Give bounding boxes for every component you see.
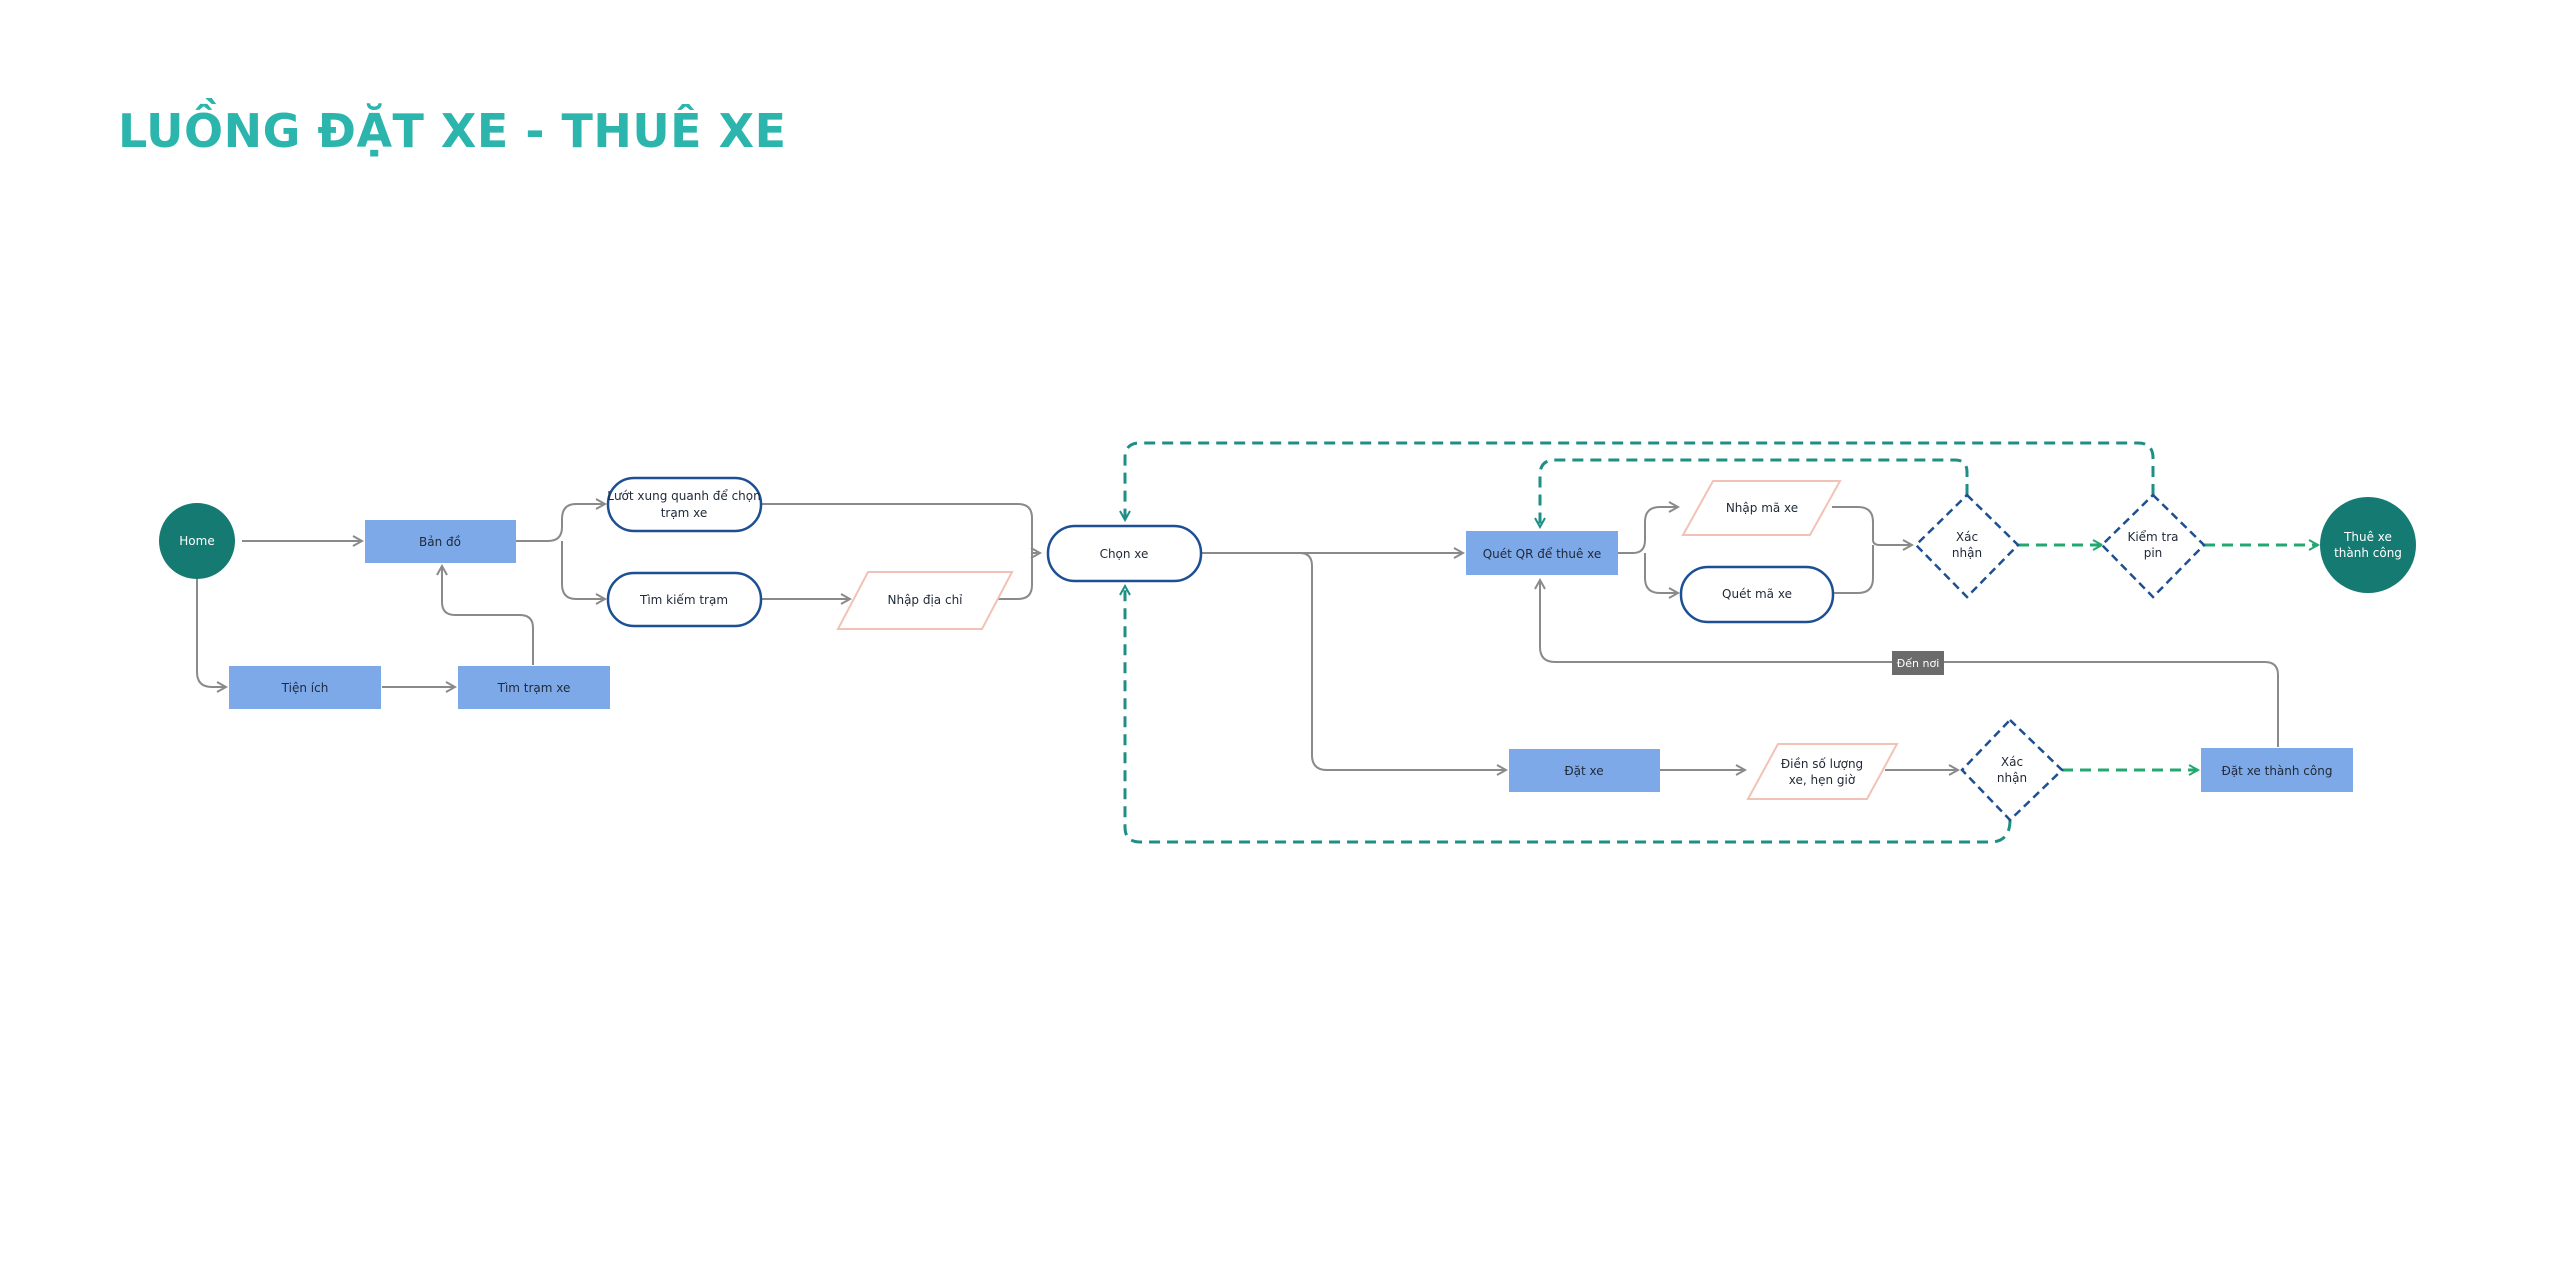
svg-text:Quét mã xe: Quét mã xe <box>1722 587 1792 601</box>
svg-text:Lướt xung quanh để chọn: Lướt xung quanh để chọn <box>607 489 760 503</box>
svg-text:Tìm kiếm trạm: Tìm kiếm trạm <box>639 593 728 607</box>
svg-text:Chọn xe: Chọn xe <box>1100 547 1149 561</box>
svg-text:Home: Home <box>179 534 214 548</box>
svg-text:Đặt xe thành công: Đặt xe thành công <box>2222 764 2333 778</box>
svg-text:Tiện ích: Tiện ích <box>281 681 329 695</box>
svg-text:Tìm trạm xe: Tìm trạm xe <box>497 681 571 695</box>
svg-text:Đến nơi: Đến nơi <box>1897 657 1940 670</box>
node-tim-tram-xe: Tìm trạm xe <box>458 666 610 709</box>
svg-text:Đặt xe: Đặt xe <box>1564 764 1603 778</box>
node-thue-xe-thanh-cong: Thuê xe thành công <box>2320 497 2416 593</box>
svg-text:trạm xe: trạm xe <box>661 506 708 520</box>
edge-label-den-noi: Đến nơi <box>1892 651 1944 675</box>
edge-bando-split <box>516 504 605 542</box>
edge-chonxe-datxe <box>1299 552 1506 770</box>
svg-text:Xác: Xác <box>2001 755 2023 769</box>
node-nhap-ma-xe: Nhập mã xe <box>1681 480 1842 536</box>
svg-text:Thuê xe: Thuê xe <box>2343 530 2392 544</box>
svg-text:nhận: nhận <box>1997 771 2027 785</box>
loop-kiemtrapin-chonxe <box>1125 441 2155 520</box>
loop-xacnhan1-quetqr <box>1540 458 1969 527</box>
node-home: Home <box>159 503 235 579</box>
node-quet-qr: Quét QR để thuê xe <box>1466 531 1618 575</box>
node-xac-nhan-1: Xác nhận <box>1914 493 2020 599</box>
svg-text:Điền số lượng: Điền số lượng <box>1781 757 1863 771</box>
edge-timtramxe-bando <box>442 566 534 665</box>
svg-text:Kiểm tra: Kiểm tra <box>2127 530 2178 544</box>
node-dat-xe-thanh-cong: Đặt xe thành công <box>2201 748 2353 792</box>
node-luot-xung-quanh: Lướt xung quanh để chọn trạm xe <box>606 476 763 533</box>
svg-text:xe, hẹn giờ: xe, hẹn giờ <box>1789 773 1856 787</box>
edge-quetqr-split <box>1618 507 1678 554</box>
node-xac-nhan-2: Xác nhận <box>1960 718 2064 822</box>
svg-text:Xác: Xác <box>1956 530 1978 544</box>
node-dien-so-luong: Điền số lượng xe, hẹn giờ <box>1746 743 1899 800</box>
svg-text:Nhập mã xe: Nhập mã xe <box>1726 501 1798 515</box>
node-dat-xe: Đặt xe <box>1509 749 1660 792</box>
node-tim-kiem-tram: Tìm kiếm trạm <box>606 571 763 628</box>
node-ban-do: Bản đồ <box>365 520 516 563</box>
node-chon-xe: Chọn xe <box>1046 524 1203 583</box>
svg-text:Nhập địa chỉ: Nhập địa chỉ <box>887 593 963 607</box>
svg-text:thành công: thành công <box>2334 546 2402 560</box>
node-nhap-dia-chi: Nhập địa chỉ <box>836 571 1014 630</box>
edge-luot-chonxe <box>762 503 1040 553</box>
svg-text:nhận: nhận <box>1952 546 1982 560</box>
svg-text:Bản đồ: Bản đồ <box>419 535 461 549</box>
edge-nhapma-xacnhan <box>1832 506 1912 545</box>
svg-text:pin: pin <box>2144 546 2163 560</box>
node-kiem-tra-pin: Kiểm tra pin <box>2100 493 2206 599</box>
node-quet-ma-xe: Quét mã xe <box>1679 565 1835 624</box>
page-title: LUỒNG ĐẶT XE - THUÊ XE <box>118 104 787 158</box>
edge-home-tienich <box>196 578 226 687</box>
node-tien-ich: Tiện ích <box>229 666 381 709</box>
edge-nhapdiachi-chonxe <box>995 553 1033 600</box>
svg-text:Quét QR để thuê xe: Quét QR để thuê xe <box>1483 547 1602 561</box>
loop-xacnhan2-chonxe <box>1125 586 2012 844</box>
